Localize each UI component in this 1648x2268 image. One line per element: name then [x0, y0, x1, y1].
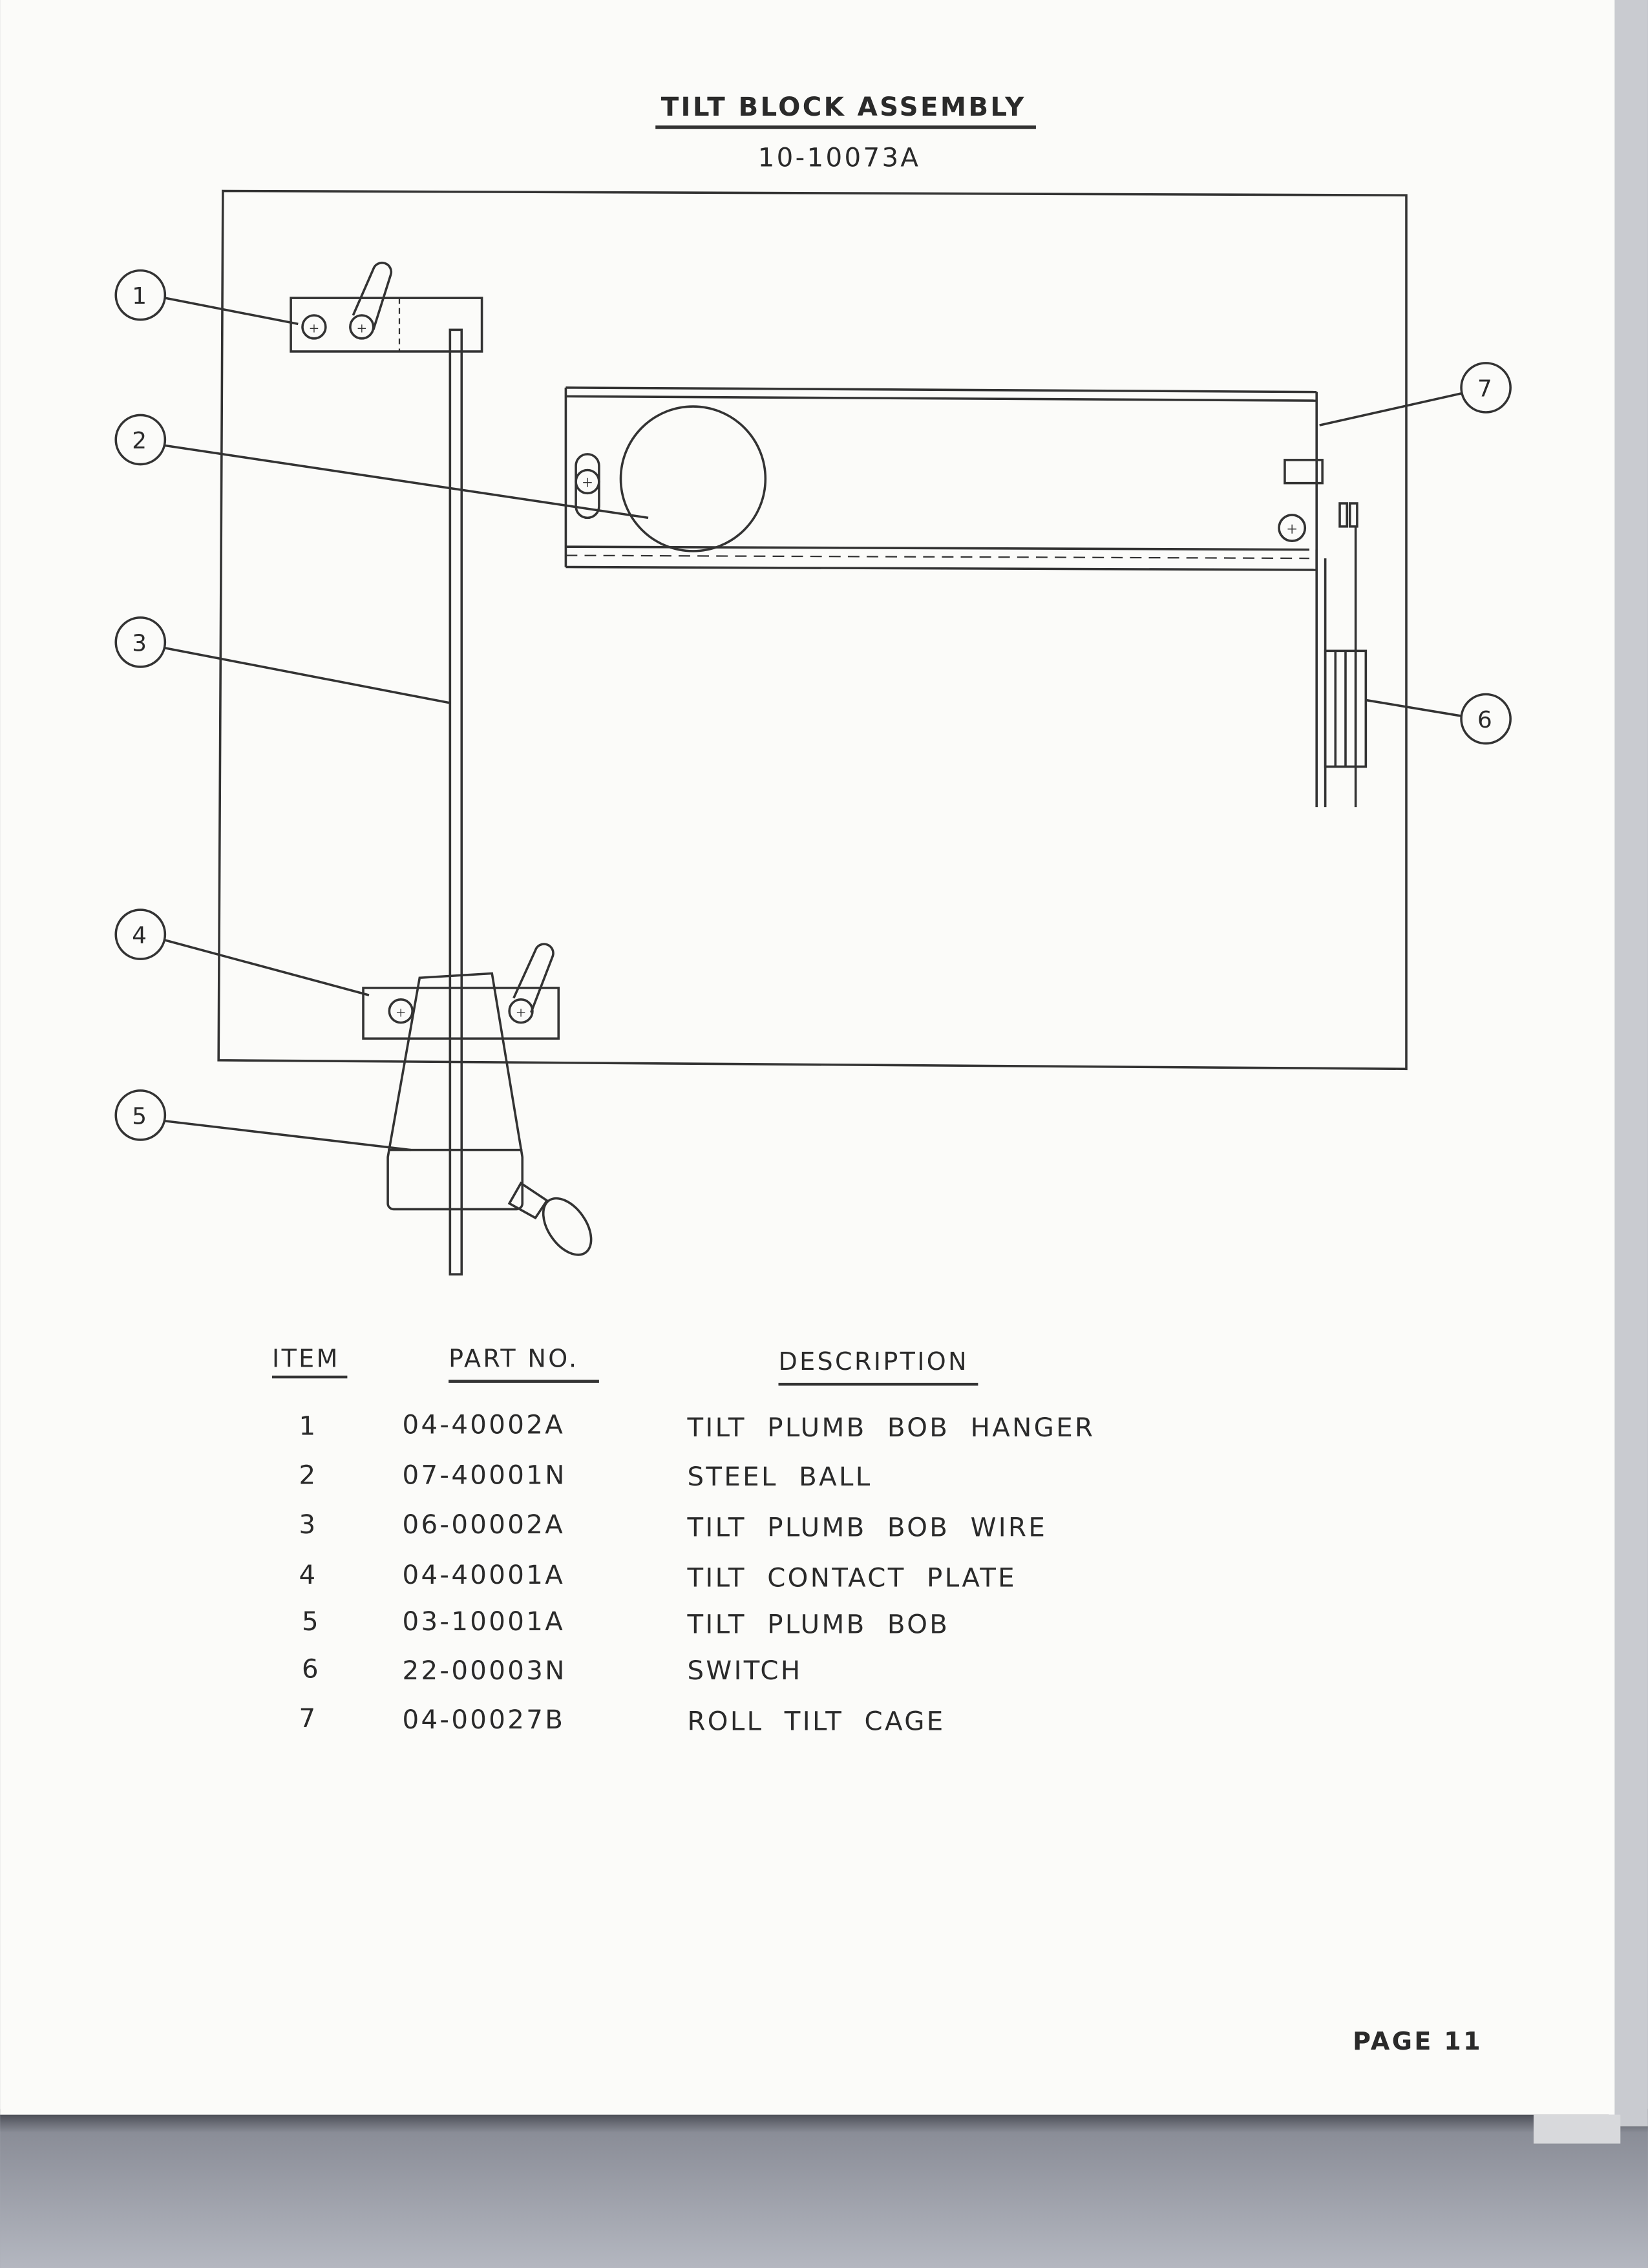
header-item: ITEM	[272, 1344, 340, 1372]
callout-7: 7	[1460, 362, 1512, 414]
svg-text:+: +	[396, 1003, 406, 1022]
header-description: DESCRIPTION	[778, 1347, 968, 1376]
svg-text:5: 5	[132, 1103, 149, 1129]
page-edge	[1609, 0, 1648, 2126]
plumb-bob-hanger	[290, 297, 483, 353]
svg-text:+: +	[582, 473, 593, 494]
svg-text:04-40002A: 04-40002A	[402, 1409, 565, 1440]
table-row: 4 04-40001A TILT CONTACT PLATE	[299, 1560, 1017, 1593]
callout-3: 3	[114, 616, 167, 668]
svg-text:SWITCH: SWITCH	[687, 1655, 802, 1686]
tilt-plumb-bob	[386, 972, 524, 1211]
callout-4: 4	[114, 908, 167, 960]
svg-text:TILT PLUMB BOB: TILT PLUMB BOB	[686, 1609, 949, 1639]
svg-text:07-40001N: 07-40001N	[402, 1460, 566, 1491]
svg-text:4: 4	[299, 1560, 317, 1590]
svg-text:7: 7	[1477, 375, 1494, 402]
svg-text:TILT PLUMB BOB WIRE: TILT PLUMB BOB WIRE	[686, 1512, 1047, 1542]
svg-text:ROLL TILT CAGE: ROLL TILT CAGE	[687, 1706, 945, 1736]
leader-lines	[164, 297, 1462, 1151]
svg-text:TILT CONTACT PLATE: TILT CONTACT PLATE	[686, 1563, 1017, 1593]
mounting-board	[217, 189, 1408, 1071]
svg-text:4: 4	[132, 923, 149, 949]
table-row: 1 04-40002A TILT PLUMB BOB HANGER	[299, 1409, 1095, 1443]
switch	[1315, 526, 1368, 808]
svg-text:22-00003N: 22-00003N	[402, 1655, 566, 1686]
svg-text:04-40001A: 04-40001A	[402, 1560, 565, 1590]
svg-text:3: 3	[132, 630, 149, 656]
svg-text:+: +	[357, 319, 366, 338]
tilt-block-diagram: + + + + +	[217, 189, 1408, 1276]
svg-text:TILT PLUMB BOB HANGER: TILT PLUMB BOB HANGER	[686, 1412, 1095, 1443]
tilt-contact-plate	[362, 987, 560, 1040]
table-row: 7 04-00027B ROLL TILT CAGE	[299, 1703, 945, 1736]
svg-text:3: 3	[299, 1509, 317, 1540]
svg-text:2: 2	[132, 428, 149, 454]
svg-text:+: +	[1287, 519, 1297, 540]
svg-text:1: 1	[132, 283, 149, 310]
svg-text:7: 7	[299, 1703, 317, 1734]
scanner-bed	[0, 2108, 1648, 2268]
svg-text:5: 5	[302, 1606, 321, 1637]
callout-6: 6	[1460, 693, 1512, 745]
parts-table: ITEM PART NO. DESCRIPTION 1 04-40002A TILT…	[272, 1344, 1095, 1736]
svg-text:6: 6	[1477, 707, 1494, 733]
plumb-bob-wire	[449, 328, 463, 1276]
thumb-screw	[542, 1197, 593, 1256]
steel-ball	[619, 405, 767, 552]
svg-text:04-00027B: 04-00027B	[402, 1705, 565, 1735]
header-part-no: PART NO.	[449, 1344, 578, 1372]
table-row: 6 22-00003N SWITCH	[302, 1654, 802, 1686]
callout-1: 1	[114, 269, 167, 321]
assembly-number: 10-10073A	[758, 142, 921, 173]
svg-text:03-10001A: 03-10001A	[402, 1606, 565, 1637]
table-row: 5 03-10001A TILT PLUMB BOB	[302, 1606, 949, 1639]
callout-2: 2	[114, 414, 167, 466]
assembly-title: TILT BLOCK ASSEMBLY	[661, 92, 1026, 122]
svg-text:+: +	[516, 1003, 525, 1022]
page-number: PAGE 11	[1353, 2027, 1483, 2055]
svg-text:1: 1	[299, 1411, 317, 1442]
callout-5: 5	[114, 1089, 167, 1141]
roll-tilt-cage: + +	[564, 386, 1358, 571]
table-row: 2 07-40001N STEEL BALL	[299, 1460, 872, 1492]
table-row: 3 06-00002A TILT PLUMB BOB WIRE	[299, 1509, 1047, 1542]
svg-text:6: 6	[302, 1654, 321, 1685]
svg-text:06-00002A: 06-00002A	[402, 1509, 565, 1540]
svg-text:2: 2	[299, 1460, 317, 1491]
paper-sheet	[0, 0, 1615, 2115]
svg-text:+: +	[309, 319, 319, 338]
svg-text:STEEL BALL: STEEL BALL	[687, 1462, 872, 1492]
